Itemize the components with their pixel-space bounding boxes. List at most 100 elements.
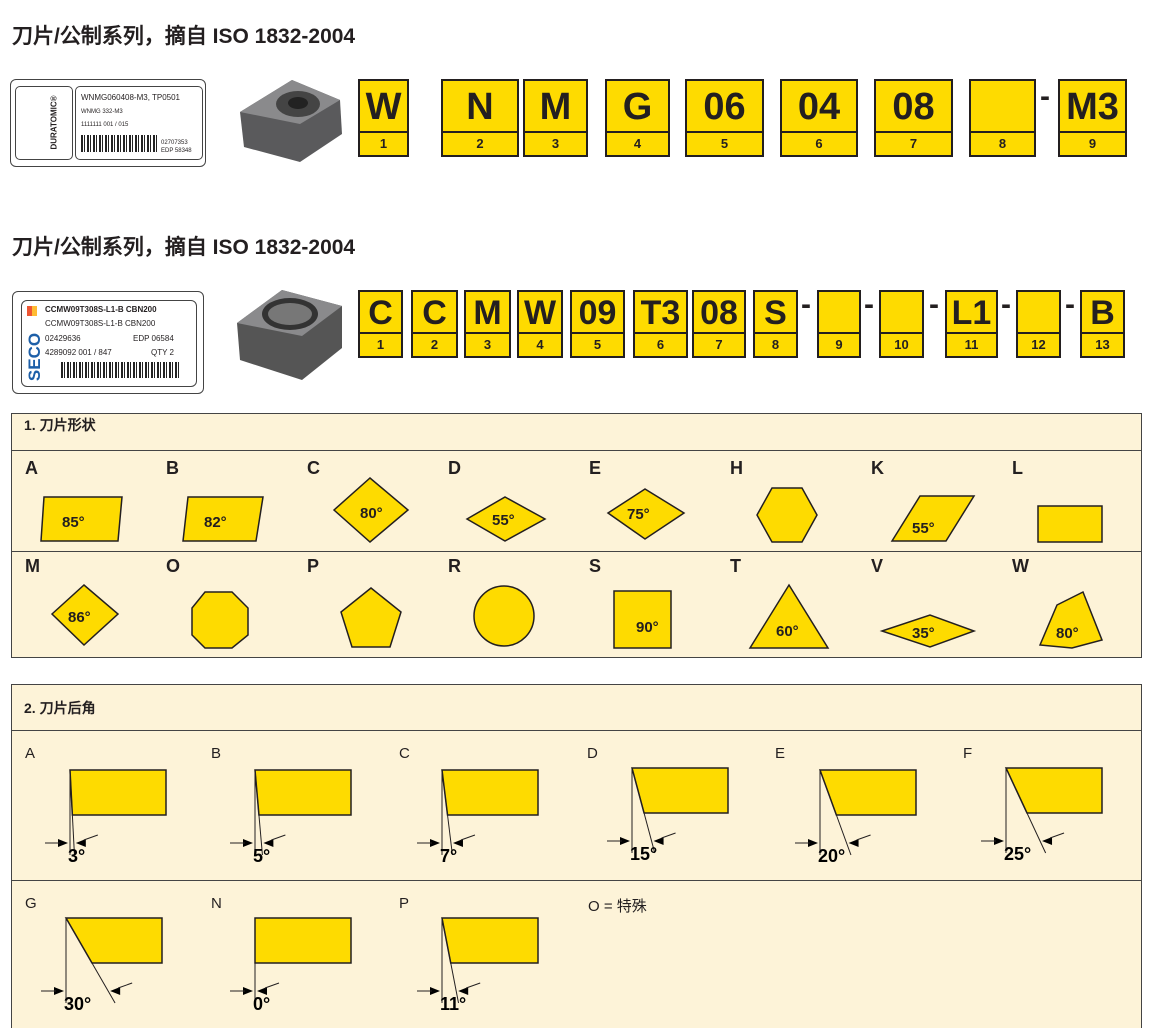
- category-letter: W: [1012, 556, 1029, 576]
- label-line: WNMG 332-M3: [81, 109, 123, 115]
- code-value: 09: [578, 293, 617, 332]
- category-letter: B: [166, 458, 179, 478]
- code-value: [971, 81, 1034, 133]
- category-letter: D: [587, 745, 598, 762]
- category-letter: A: [25, 458, 38, 478]
- code-position: 10: [881, 332, 922, 356]
- category-letter: G: [25, 895, 37, 912]
- section-title-1: 刀片/公制系列，摘自 ISO 1832-2004: [12, 25, 356, 48]
- category-letter: P: [399, 895, 410, 912]
- code-value: [819, 292, 859, 334]
- code-position: 1: [360, 332, 401, 356]
- category-letter: T: [730, 556, 741, 576]
- barcode: [81, 135, 157, 152]
- shape-panel: 1. 刀片形状: [11, 413, 1142, 658]
- code-value: 06: [703, 85, 746, 128]
- code-position: 4: [519, 332, 561, 356]
- duratomic-label: DURATOMIC® WNMG060408-M3, TP0501 WNMG 33…: [10, 79, 206, 167]
- ccmw-insert-image: [237, 290, 342, 380]
- category-letter: C: [307, 458, 320, 478]
- code-position: 7: [876, 131, 951, 155]
- label-line: EDP 06584: [133, 334, 174, 343]
- code-position: 13: [1082, 332, 1123, 356]
- category-letter: P: [307, 556, 320, 576]
- category-letter: D: [448, 458, 461, 478]
- code-value: M: [539, 85, 572, 128]
- wnmg-insert-image: [240, 80, 342, 162]
- category-letter: L: [1012, 458, 1023, 478]
- code-position: 5: [572, 332, 623, 356]
- code-box-12: 12: [1016, 290, 1061, 358]
- seco-logo-mark: [27, 306, 37, 316]
- code-position: 2: [413, 332, 456, 356]
- code-position: 9: [819, 332, 859, 356]
- code-value: 04: [797, 85, 841, 128]
- code-dash: -: [801, 288, 811, 321]
- code-position: 7: [694, 332, 744, 356]
- code-box-9: 9: [817, 290, 861, 358]
- label-line: WNMG060408-M3, TP0501: [81, 93, 181, 102]
- code-value: C: [368, 293, 393, 332]
- category-letter: V: [871, 556, 884, 576]
- code-value: W: [365, 85, 402, 128]
- code-value: W: [523, 293, 557, 332]
- code-value: [881, 292, 922, 334]
- code-dash: -: [864, 288, 874, 321]
- code-value: M3: [1066, 85, 1119, 128]
- category-letter: E: [589, 458, 602, 478]
- code-position: 4: [607, 131, 668, 155]
- label-line: QTY 2: [151, 348, 174, 357]
- label-line: CCMW09T308S-L1-B CBN200: [45, 305, 157, 314]
- code-position: 5: [687, 131, 762, 155]
- code-position: 6: [635, 332, 686, 356]
- code-value: T3: [640, 293, 681, 332]
- category-letter: A: [25, 745, 36, 762]
- label-line: 1111111 001 / 015: [81, 122, 129, 128]
- special-note: O = 特殊: [588, 898, 647, 915]
- category-letter: H: [730, 458, 743, 478]
- category-letter: F: [963, 745, 973, 762]
- code-dash: -: [1001, 288, 1011, 321]
- code-position: 3: [525, 131, 586, 155]
- category-letter: E: [775, 745, 786, 762]
- code-box-10: 10: [879, 290, 924, 358]
- code-value: N: [466, 85, 494, 128]
- category-letter: R: [448, 556, 461, 576]
- category-letter: M: [25, 556, 40, 576]
- code-box-8: 8: [969, 79, 1036, 157]
- seco-label: SECO CCMW09T308S-L1-B CBN200 CCMW09T308S…: [12, 291, 204, 394]
- code-position: 11: [947, 332, 996, 356]
- category-letter: N: [211, 895, 222, 912]
- barcode: [61, 362, 181, 378]
- label-line: EDP 58348: [161, 148, 192, 154]
- label-line: 02707353: [161, 140, 188, 146]
- code-value: L1: [951, 293, 992, 332]
- clearance-heading: 2. 刀片后角: [12, 685, 1141, 731]
- code-position: 8: [971, 131, 1034, 155]
- category-letter: C: [399, 745, 410, 762]
- code-position: 8: [755, 332, 796, 356]
- label-line: 4289092 001 / 847: [45, 348, 112, 357]
- code-position: 1: [360, 131, 407, 155]
- label-line: 02429636: [45, 334, 81, 343]
- clearance-panel: 2. 刀片后角 O = 特殊: [11, 684, 1142, 1028]
- code-dash: -: [929, 288, 939, 321]
- code-value: 08: [892, 85, 935, 128]
- code-value: S: [764, 293, 787, 332]
